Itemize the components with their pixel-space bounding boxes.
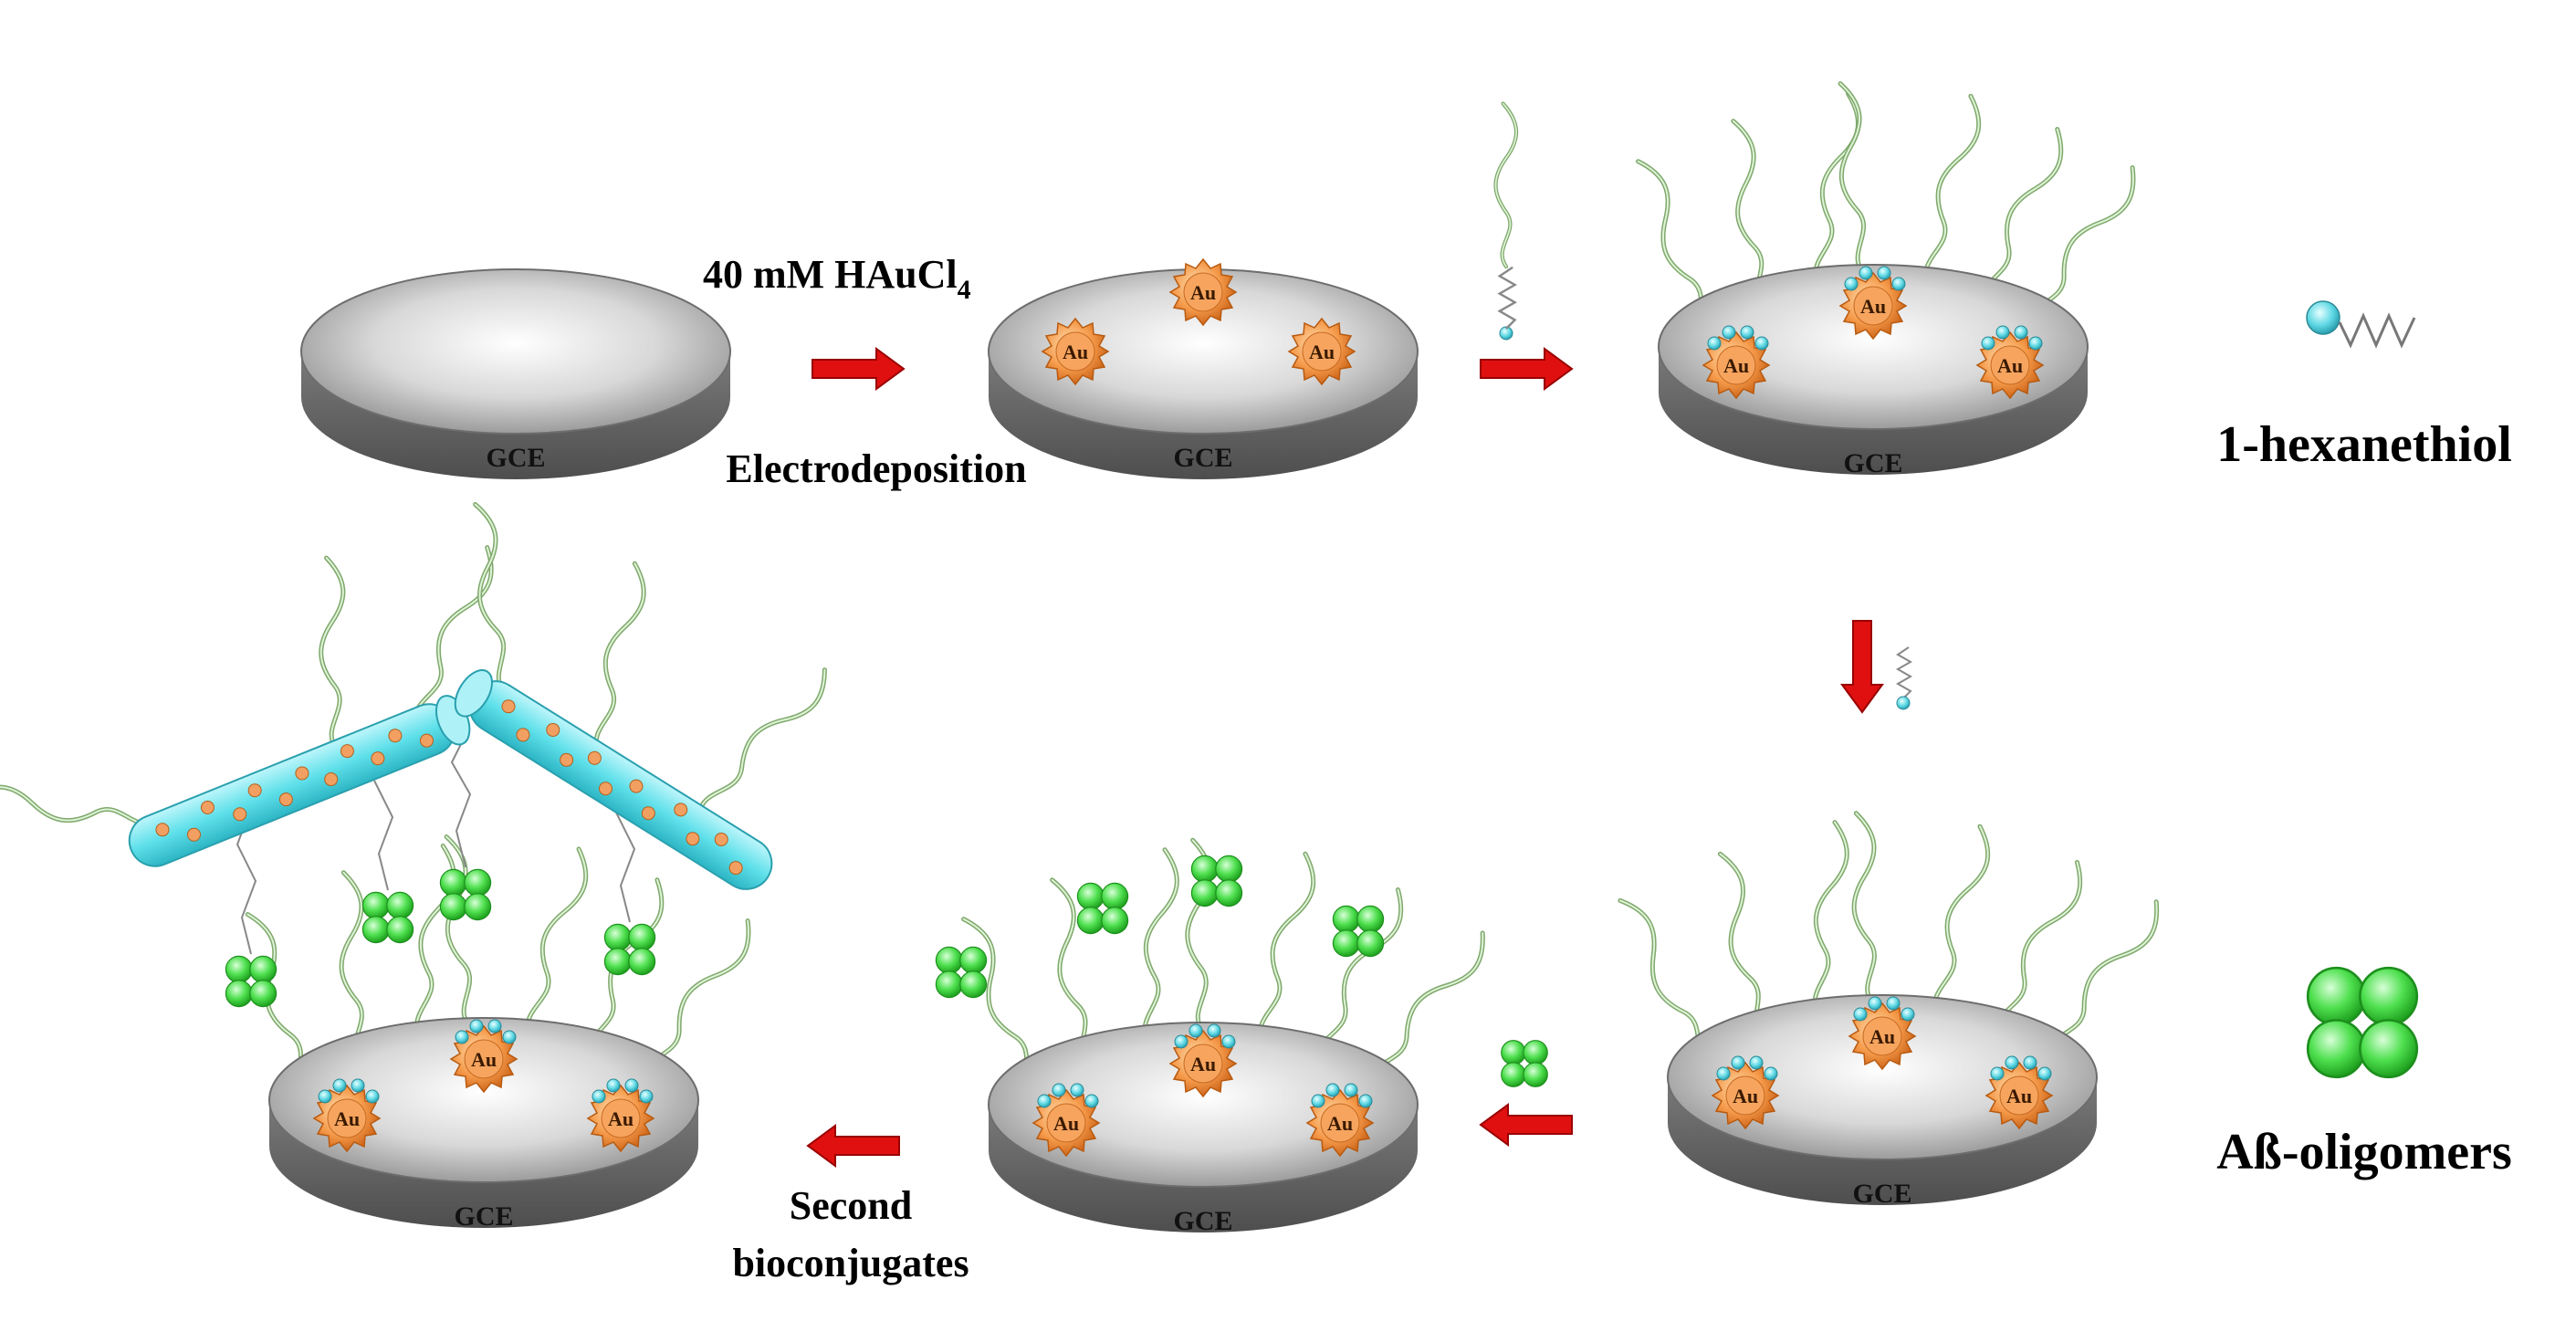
svg-text:Au: Au — [1190, 1053, 1216, 1075]
step-second-label-line2: bioconjugates — [732, 1241, 969, 1285]
arrow-down-icon — [1841, 620, 1883, 713]
svg-text:Au: Au — [1309, 341, 1335, 363]
probe-strand-icon — [1496, 104, 1517, 341]
nanotube-icon — [454, 462, 877, 890]
gold-nanoparticle: Au — [1288, 318, 1356, 385]
svg-text:Au: Au — [1723, 354, 1749, 377]
svg-text:Au: Au — [1869, 1025, 1895, 1048]
electrode-au-strands: Au Au Au GCE — [1630, 82, 2145, 478]
reagent-label: 40 mM HAuCl4 — [703, 252, 971, 305]
svg-text:Au: Au — [471, 1048, 497, 1071]
oligomer-icon — [2306, 966, 2419, 1079]
svg-text:Au: Au — [2006, 1085, 2032, 1107]
hexanethiol-icon — [2306, 300, 2416, 349]
gce-label: GCE — [486, 443, 545, 473]
gce-label: GCE — [1852, 1179, 1911, 1209]
svg-text:Au: Au — [1053, 1112, 1079, 1135]
gce-label: GCE — [454, 1201, 513, 1232]
svg-text:Au: Au — [334, 1107, 360, 1130]
gold-nanoparticle: Au — [1042, 318, 1109, 385]
step-electrodeposition-label: Electrodeposition — [726, 446, 1026, 491]
svg-text:Au: Au — [1190, 281, 1216, 304]
electrode-oligomers: Au Au Au GCE — [935, 840, 1494, 1236]
svg-text:Au: Au — [1997, 354, 2023, 377]
gold-nanoparticle: Au — [1169, 258, 1237, 326]
gce-label: GCE — [1173, 443, 1232, 473]
legend-hexanethiol-label: 1-hexanethiol — [2216, 416, 2512, 473]
oligomer-icon — [1501, 1040, 1548, 1087]
arrow-left-icon — [807, 1125, 900, 1167]
svg-text:Au: Au — [1860, 295, 1886, 318]
gce-label: GCE — [1843, 448, 1902, 478]
electrode-bare: GCE — [300, 268, 731, 480]
electrode-au: Au Au Au GCE — [988, 258, 1419, 480]
legend-oligomers-label: Aß-oligomers — [2216, 1124, 2512, 1180]
arrow-right-icon — [812, 348, 905, 390]
hexanethiol-icon — [1896, 646, 1911, 710]
arrow-right-icon — [1480, 348, 1573, 390]
nanotube-icon — [0, 494, 562, 867]
electrode-backfilled: Au Au Au GCE — [1612, 813, 2168, 1209]
step-second-label-line1: Second — [790, 1183, 912, 1228]
svg-text:Au: Au — [608, 1107, 634, 1130]
svg-text:Au: Au — [1733, 1085, 1758, 1107]
gce-label: GCE — [1173, 1206, 1232, 1236]
arrow-left-icon — [1480, 1104, 1573, 1146]
svg-text:Au: Au — [1327, 1112, 1353, 1135]
svg-text:Au: Au — [1063, 341, 1088, 363]
electrode-final: Au Au Au GCE — [225, 734, 760, 1232]
